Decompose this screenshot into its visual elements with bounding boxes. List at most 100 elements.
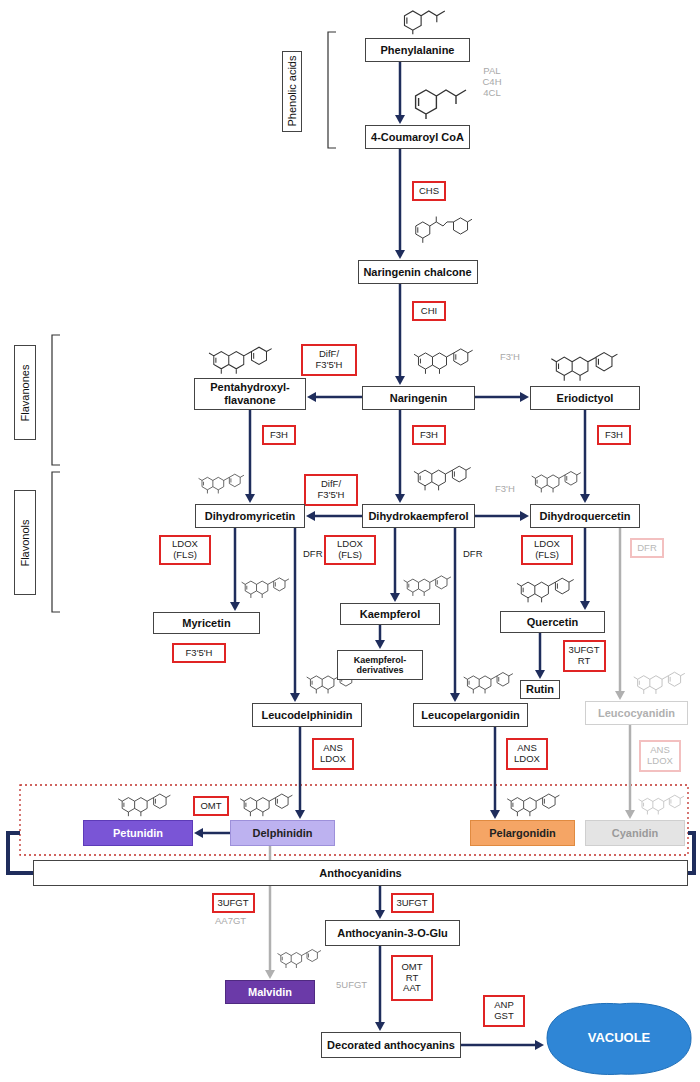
node-text: 3UFGT [396,898,427,909]
pathway-arrow [314,515,362,518]
node-text: F3'5'H [186,648,213,659]
molecule [242,578,289,598]
compound-box: Anthocyanin-3-O-Glu [325,920,460,946]
enzyme-box: OMT [193,796,229,816]
enzyme-box: 3UFGT [212,893,255,913]
pathway-arrow [539,633,542,671]
anthocyanidin-box: Malvidin [225,980,315,1004]
enzyme-box: LDOX (FLS) [159,535,211,565]
node-text: Dihydrokaempferol [368,510,468,523]
node-text: Quercetin [527,616,578,629]
category-box: Flavonols [14,490,36,595]
enzyme-label: F3'H [500,352,520,363]
compound-box: Phenylalanine [365,38,470,62]
pathway-arrow [475,515,521,518]
node-text: Rutin [526,683,554,696]
node-text: F3H [420,430,438,441]
pathway-arrow [475,396,521,399]
node-text: F3H [270,430,288,441]
molecule [414,466,471,490]
enzyme-box: OMT RT AAT [391,955,433,1001]
molecule [240,794,292,816]
enzyme-label: AA7GT [215,916,246,927]
node-text: Naringenin [390,392,447,405]
node-text: ANS LDOX [511,743,543,765]
node-text: ANS LDOX [317,743,349,765]
node-text: Myricetin [182,617,230,630]
enzyme-box: LDOX (FLS) [324,535,376,565]
molecule [639,795,684,814]
pathway-arrow [629,725,632,811]
node-text: DFR [637,543,657,554]
node-text: F3H [605,430,623,441]
enzyme-box: DifF/ F3'5'H [301,344,357,376]
pathway-arrow [494,727,497,811]
node-text: Leucocyanidin [598,707,675,720]
compound-box: Dihydromyricetin [195,504,305,528]
group-bracket [52,335,60,465]
compound-box: Dihydroquercetin [530,504,640,528]
anthocyanidin-box: Petunidin [83,820,193,846]
enzyme-box-faded: ANS LDOX [639,740,681,772]
pathway-arrow [399,284,402,377]
molecule [209,347,272,374]
compound-box: Leucopelargonidin [413,703,528,727]
compound-box: Myricetin [153,612,260,634]
pathway-arrow [584,528,587,602]
node-text: 3UFGT [217,898,248,909]
anthocyanidin-box: Pelargonidin [470,820,575,846]
enzyme-box: ANS LDOX [506,738,548,770]
node-text: Pentahydroxyl- flavanone [199,381,301,406]
enzyme-label: 5UFGT [336,980,367,991]
node-text: Dihydroquercetin [539,510,630,523]
pathway-arrow [379,946,382,1023]
node-text: Delphinidin [253,827,313,840]
node-text: DifF/ F3'5'H [309,479,353,501]
pathway-arrow [461,1044,536,1047]
enzyme-box: ANS LDOX [312,738,354,770]
node-text: Leucodelphinidin [261,709,352,722]
molecule [404,576,451,596]
pathway-arrow [394,528,397,594]
pathway-arrow [234,528,237,603]
group-bracket [52,472,60,612]
molecule [404,11,444,34]
molecule [551,353,617,381]
enzyme-box: ANP GST [483,995,525,1027]
vacuole-blob: VACUOLE [545,998,693,1078]
node-text: DifF/ F3'5'H [306,349,352,371]
node-text: Kaempferol- derivatives [341,655,419,676]
pathway-arrow [399,62,402,116]
molecule [416,217,472,243]
molecule [414,349,473,374]
enzyme-box: F3H [412,425,446,445]
pathway-arrow [249,410,252,495]
enzyme-box: LDOX (FLS) [521,535,573,565]
compound-box: 4-Coumaroyl CoA [365,125,470,149]
node-text: Flavonols [19,519,32,566]
molecule [517,578,574,602]
molecule [278,950,322,969]
node-text: Petunidin [113,827,163,840]
node-text: Malvidin [248,986,292,999]
pathway-arrow [399,149,402,251]
node-text: VACUOLE [588,1031,651,1046]
compound-box: Eriodictyol [530,386,640,410]
compound-box: Dihydrokaempferol [362,504,475,528]
molecule [634,672,685,694]
anthocyanidin-box: Cyanidin [585,820,685,846]
category-box: Flavanones [14,345,36,440]
anthocyanidin-region [20,785,688,855]
group-bracket [328,32,336,148]
compound-box: Decorated anthocyanins [321,1032,461,1058]
node-text: OMT RT AAT [396,962,428,995]
pathway-arrow [379,625,382,641]
node-text: LDOX (FLS) [526,539,568,561]
enzyme-label: F3'H [495,484,515,495]
enzyme-box: F3H [597,425,631,445]
pathway-arrow [315,396,362,399]
molecule [464,673,513,694]
node-text: Naringenin chalcone [363,266,471,279]
node-text: Decorated anthocyanins [327,1039,455,1052]
